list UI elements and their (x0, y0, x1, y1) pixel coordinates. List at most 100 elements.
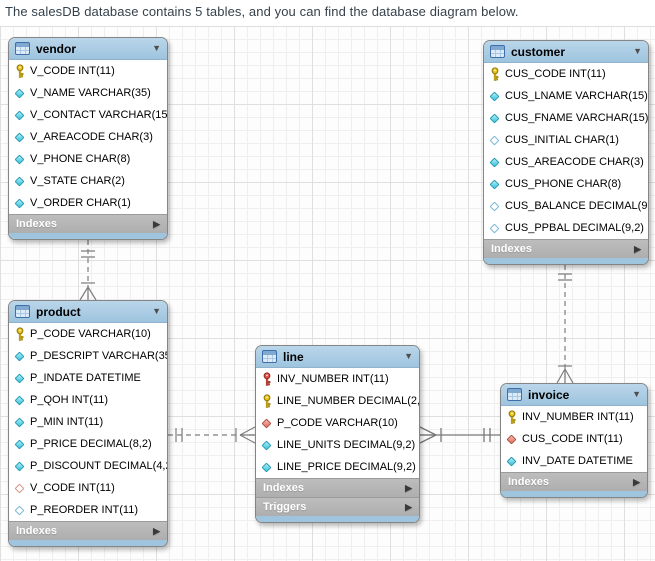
table-section-indexes[interactable]: Indexes ▶ (9, 214, 167, 233)
primary-foreign-key-icon (261, 372, 272, 386)
expand-arrow-icon: ▶ (633, 476, 640, 487)
attribute-nullable-icon (489, 201, 500, 211)
column-label: P_MIN INT(11) (30, 416, 104, 428)
attribute-notnull-icon (14, 417, 25, 427)
attribute-nullable-icon (14, 505, 25, 515)
primary-key-icon (261, 394, 272, 408)
table-vendor[interactable]: vendor ▼ V_CODE INT(11) V_NAME VARCHAR(35) V… (8, 37, 168, 240)
attribute-notnull-icon (14, 132, 25, 142)
table-bottom-strip (9, 233, 167, 239)
column-row: P_MIN INT(11) (9, 411, 167, 433)
column-label: V_CODE INT(11) (30, 482, 115, 494)
column-label: LINE_NUMBER DECIMAL(2,0) (277, 395, 420, 407)
column-label: P_DESCRIPT VARCHAR(35) (30, 350, 168, 362)
table-bottom-strip (256, 516, 419, 522)
table-bottom-strip (484, 258, 648, 264)
column-row: CUS_INITIAL CHAR(1) (484, 129, 648, 151)
table-section-indexes[interactable]: Indexes▶ (501, 472, 647, 491)
column-label: LINE_UNITS DECIMAL(9,2) (277, 439, 416, 451)
collapse-arrow-icon[interactable]: ▼ (633, 46, 642, 56)
relationship-customer-invoice (556, 265, 574, 384)
section-label: Indexes (16, 218, 57, 230)
attribute-notnull-icon (14, 110, 25, 120)
attribute-nullable-icon (489, 135, 500, 145)
table-product[interactable]: product ▼ P_CODE VARCHAR(10) P_DESCRIPT VAR… (8, 300, 168, 547)
relationship-invoice-line (419, 426, 500, 444)
column-row: V_AREACODE CHAR(3) (9, 126, 167, 148)
collapse-arrow-icon[interactable]: ▼ (152, 306, 161, 316)
table-header[interactable]: vendor ▼ (9, 38, 167, 60)
attribute-nullable-icon (489, 223, 500, 233)
table-header[interactable]: line▼ (256, 346, 419, 368)
attribute-notnull-icon (14, 439, 25, 449)
column-label: CUS_LNAME VARCHAR(15) (505, 90, 648, 102)
column-row: P_QOH INT(11) (9, 389, 167, 411)
column-row: V_CODE INT(11) (9, 60, 167, 82)
column-label: V_NAME VARCHAR(35) (30, 87, 151, 99)
attribute-notnull-icon (261, 462, 272, 472)
column-row: V_ORDER CHAR(1) (9, 192, 167, 214)
table-invoice[interactable]: invoice▼INV_NUMBER INT(11)CUS_CODE INT(1… (500, 383, 648, 498)
column-label: LINE_PRICE DECIMAL(9,2) (277, 461, 416, 473)
column-row: INV_DATE DATETIME (501, 450, 647, 472)
section-label: Indexes (491, 243, 532, 255)
column-label: INV_NUMBER INT(11) (522, 411, 634, 423)
table-name: product (36, 304, 81, 319)
section-label: Triggers (263, 501, 307, 513)
table-section-triggers[interactable]: Triggers▶ (256, 497, 419, 516)
table-header[interactable]: customer ▼ (484, 41, 648, 63)
attribute-notnull-icon (489, 91, 500, 101)
table-header[interactable]: product ▼ (9, 301, 167, 323)
table-customer[interactable]: customer ▼ CUS_CODE INT(11) CUS_LNAME VARCH… (483, 40, 649, 265)
column-row: INV_NUMBER INT(11) (256, 368, 419, 390)
column-label: V_CODE INT(11) (30, 65, 115, 77)
column-label: P_QOH INT(11) (30, 394, 109, 406)
column-row: LINE_PRICE DECIMAL(9,2) (256, 456, 419, 478)
relationship-vendor-product (79, 240, 97, 301)
primary-key-icon (14, 327, 25, 341)
primary-key-icon (489, 67, 500, 81)
table-section-indexes[interactable]: Indexes▶ (9, 521, 167, 540)
table-section-indexes[interactable]: Indexes▶ (256, 478, 419, 497)
column-label: CUS_BALANCE DECIMAL(9,2) (505, 200, 649, 212)
column-row: CUS_LNAME VARCHAR(15) (484, 85, 648, 107)
column-label: P_INDATE DATETIME (30, 372, 141, 384)
table-icon (262, 350, 277, 363)
foreign-key-icon (261, 418, 272, 428)
collapse-arrow-icon[interactable]: ▼ (632, 389, 641, 399)
column-row: P_CODE VARCHAR(10) (9, 323, 167, 345)
table-name: customer (511, 44, 566, 59)
column-row: V_STATE CHAR(2) (9, 170, 167, 192)
attribute-notnull-icon (489, 113, 500, 123)
page-title: The salesDB database contains 5 tables, … (5, 4, 519, 19)
attribute-notnull-icon (14, 373, 25, 383)
attribute-notnull-icon (261, 440, 272, 450)
attribute-notnull-icon (489, 179, 500, 189)
section-label: Indexes (16, 525, 57, 537)
collapse-arrow-icon[interactable]: ▼ (152, 43, 161, 53)
table-bottom-strip (9, 540, 167, 546)
column-row: LINE_NUMBER DECIMAL(2,0) (256, 390, 419, 412)
collapse-arrow-icon[interactable]: ▼ (404, 351, 413, 361)
column-row: LINE_UNITS DECIMAL(9,2) (256, 434, 419, 456)
column-label: CUS_INITIAL CHAR(1) (505, 134, 619, 146)
column-label: V_PHONE CHAR(8) (30, 153, 131, 165)
attribute-notnull-icon (489, 157, 500, 167)
table-header[interactable]: invoice▼ (501, 384, 647, 406)
table-line[interactable]: line▼INV_NUMBER INT(11) LINE_NUMBER DECIM… (255, 345, 420, 523)
table-name: vendor (36, 41, 77, 56)
column-label: CUS_PHONE CHAR(8) (505, 178, 622, 190)
expand-arrow-icon: ▶ (405, 482, 412, 493)
column-row: CUS_PHONE CHAR(8) (484, 173, 648, 195)
column-row: CUS_CODE INT(11) (484, 63, 648, 85)
column-label: V_CONTACT VARCHAR(15) (30, 109, 168, 121)
column-row: INV_NUMBER INT(11) (501, 406, 647, 428)
column-label: P_REORDER INT(11) (30, 504, 138, 516)
expand-arrow-icon: ▶ (153, 218, 160, 229)
table-icon (490, 45, 505, 58)
table-section-indexes[interactable]: Indexes▶ (484, 239, 648, 258)
column-row: CUS_PPBAL DECIMAL(9,2) (484, 217, 648, 239)
attribute-notnull-icon (14, 395, 25, 405)
column-label: CUS_PPBAL DECIMAL(9,2) (505, 222, 644, 234)
